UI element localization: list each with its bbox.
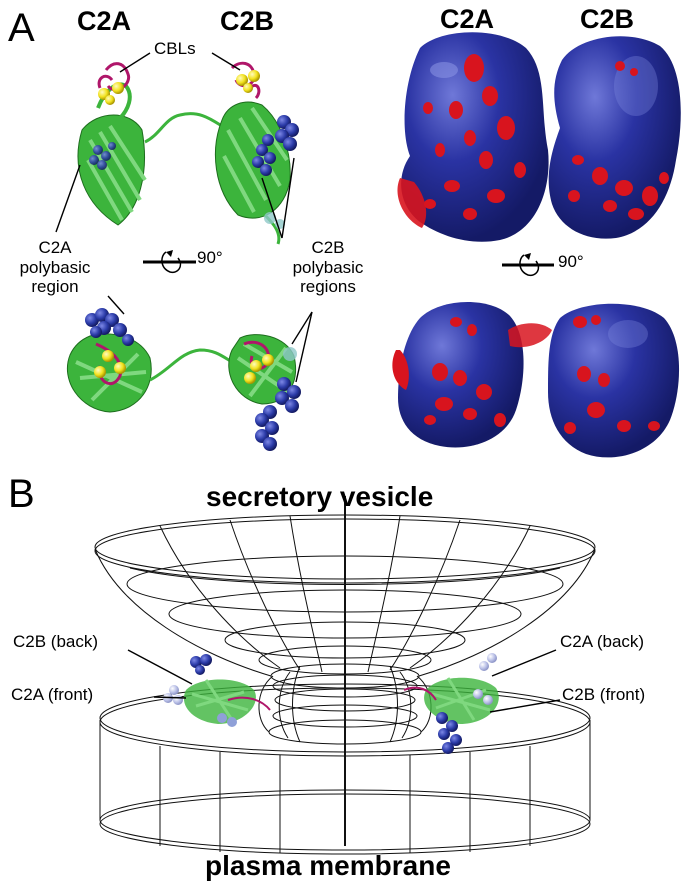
c2a-polybasic-cluster-bottom xyxy=(85,308,134,346)
surface-bottom-c2a xyxy=(392,301,552,448)
c2b-polybasic-label: C2B polybasic regions xyxy=(292,238,364,297)
c2b-front-label: C2B (front) xyxy=(562,685,646,704)
secretory-vesicle-label: secretory vesicle xyxy=(206,481,434,512)
panel-b-letter: B xyxy=(8,472,35,516)
c2a-back-label: C2A (back) xyxy=(560,632,645,651)
c2b-polybasic-cluster-bottom xyxy=(255,377,301,451)
surface-top-c2b xyxy=(548,36,681,239)
rotation-label-left: 90° xyxy=(197,248,223,267)
c2b-back-label: C2B (back) xyxy=(13,632,99,651)
c2a-surface-title: C2A xyxy=(440,4,495,34)
panel-b-callout-lines xyxy=(127,649,561,713)
ribbon-bottom-c2b xyxy=(228,334,301,451)
rotation-label-right: 90° xyxy=(558,252,584,271)
c2b-polybasic-cluster-top xyxy=(252,115,299,176)
panel-a-letter: A xyxy=(8,6,35,50)
synaptotagmin-right xyxy=(403,653,499,754)
c2a-front-label: C2A (front) xyxy=(11,685,94,704)
surface-top-c2a xyxy=(397,32,549,242)
c2a-polybasic-label: C2A polybasic region xyxy=(19,238,91,297)
ribbon-top-c2a xyxy=(77,62,226,226)
c2b-surface-title: C2B xyxy=(580,4,635,34)
rotation-arrow-right xyxy=(502,253,554,277)
ribbon-top-c2b xyxy=(214,61,299,245)
panel-a-callout-lines xyxy=(55,52,313,383)
surface-bottom-c2b xyxy=(548,303,680,458)
plasma-membrane-label: plasma membrane xyxy=(205,850,451,881)
c2b-domain-title: C2B xyxy=(220,6,275,36)
rotation-arrow-left xyxy=(143,250,196,274)
ribbon-bottom-c2a xyxy=(66,308,233,413)
cbls-label: CBLs xyxy=(154,39,196,58)
synaptotagmin-left xyxy=(163,654,271,727)
plasma-membrane-wireframe xyxy=(99,683,591,855)
c2a-domain-title: C2A xyxy=(77,6,132,36)
